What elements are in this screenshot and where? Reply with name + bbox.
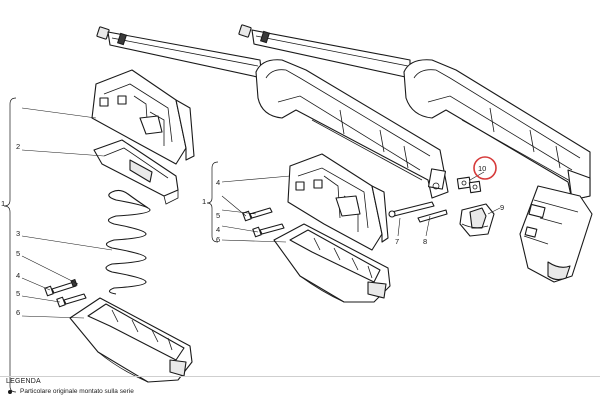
legend-title: LEGENDA	[6, 378, 41, 385]
callout-7: 7	[395, 237, 399, 246]
callout-8: 8	[423, 237, 427, 246]
right-frame-body	[403, 59, 591, 201]
middle-base-plate	[273, 223, 391, 303]
left-base-plate	[69, 297, 193, 383]
callout-4-middle: 4	[216, 178, 220, 187]
left-follower	[93, 139, 179, 205]
legend-item-text: Particolare originale montato sulla seri…	[20, 388, 134, 395]
callout-3-left: 3	[16, 229, 20, 238]
left-spring	[105, 189, 151, 295]
callout-9: 9	[500, 203, 504, 212]
legend: LEGENDA Particolare originale montato su…	[6, 378, 306, 395]
middle-frame-body	[255, 59, 449, 199]
right-actuator-rod	[238, 24, 411, 79]
callout-6-left: 6	[16, 308, 20, 317]
left-group-bracket	[3, 97, 17, 393]
legend-item: Particolare originale montato sulla seri…	[6, 388, 306, 395]
callout-5-middle: 5	[216, 211, 220, 220]
middle-magazine-housing	[287, 153, 389, 251]
callout-4-middle-b: 4	[216, 225, 220, 234]
right-lower-grip	[519, 185, 593, 283]
callout-6-middle: 6	[216, 235, 220, 244]
callout-4-left: 4	[16, 271, 20, 280]
callout-5-left-b: 5	[16, 289, 20, 298]
middle-group-bracket	[206, 161, 219, 243]
leader-lines	[21, 107, 501, 319]
legend-divider	[0, 376, 600, 377]
callout-10: 10	[478, 164, 486, 173]
callout-2-left: 2	[16, 142, 20, 151]
callout-labels: 1 2 3 5 4 5 6 4 1 5 4 6 7 8 9 10	[1, 142, 504, 317]
middle-screws	[242, 207, 285, 238]
left-screws	[44, 278, 87, 308]
bullet-icon	[8, 389, 12, 394]
left-magazine-housing	[91, 69, 195, 165]
part-10-clips	[456, 176, 482, 194]
pins-7-8	[388, 201, 448, 223]
callout-5-left-a: 5	[16, 249, 20, 258]
part-9-clamp	[459, 203, 495, 237]
callout-1-left: 1	[1, 199, 5, 208]
callout-1-middle: 1	[202, 197, 206, 206]
highlight-circle-part-10	[473, 156, 497, 180]
left-actuator-rod	[96, 26, 263, 79]
